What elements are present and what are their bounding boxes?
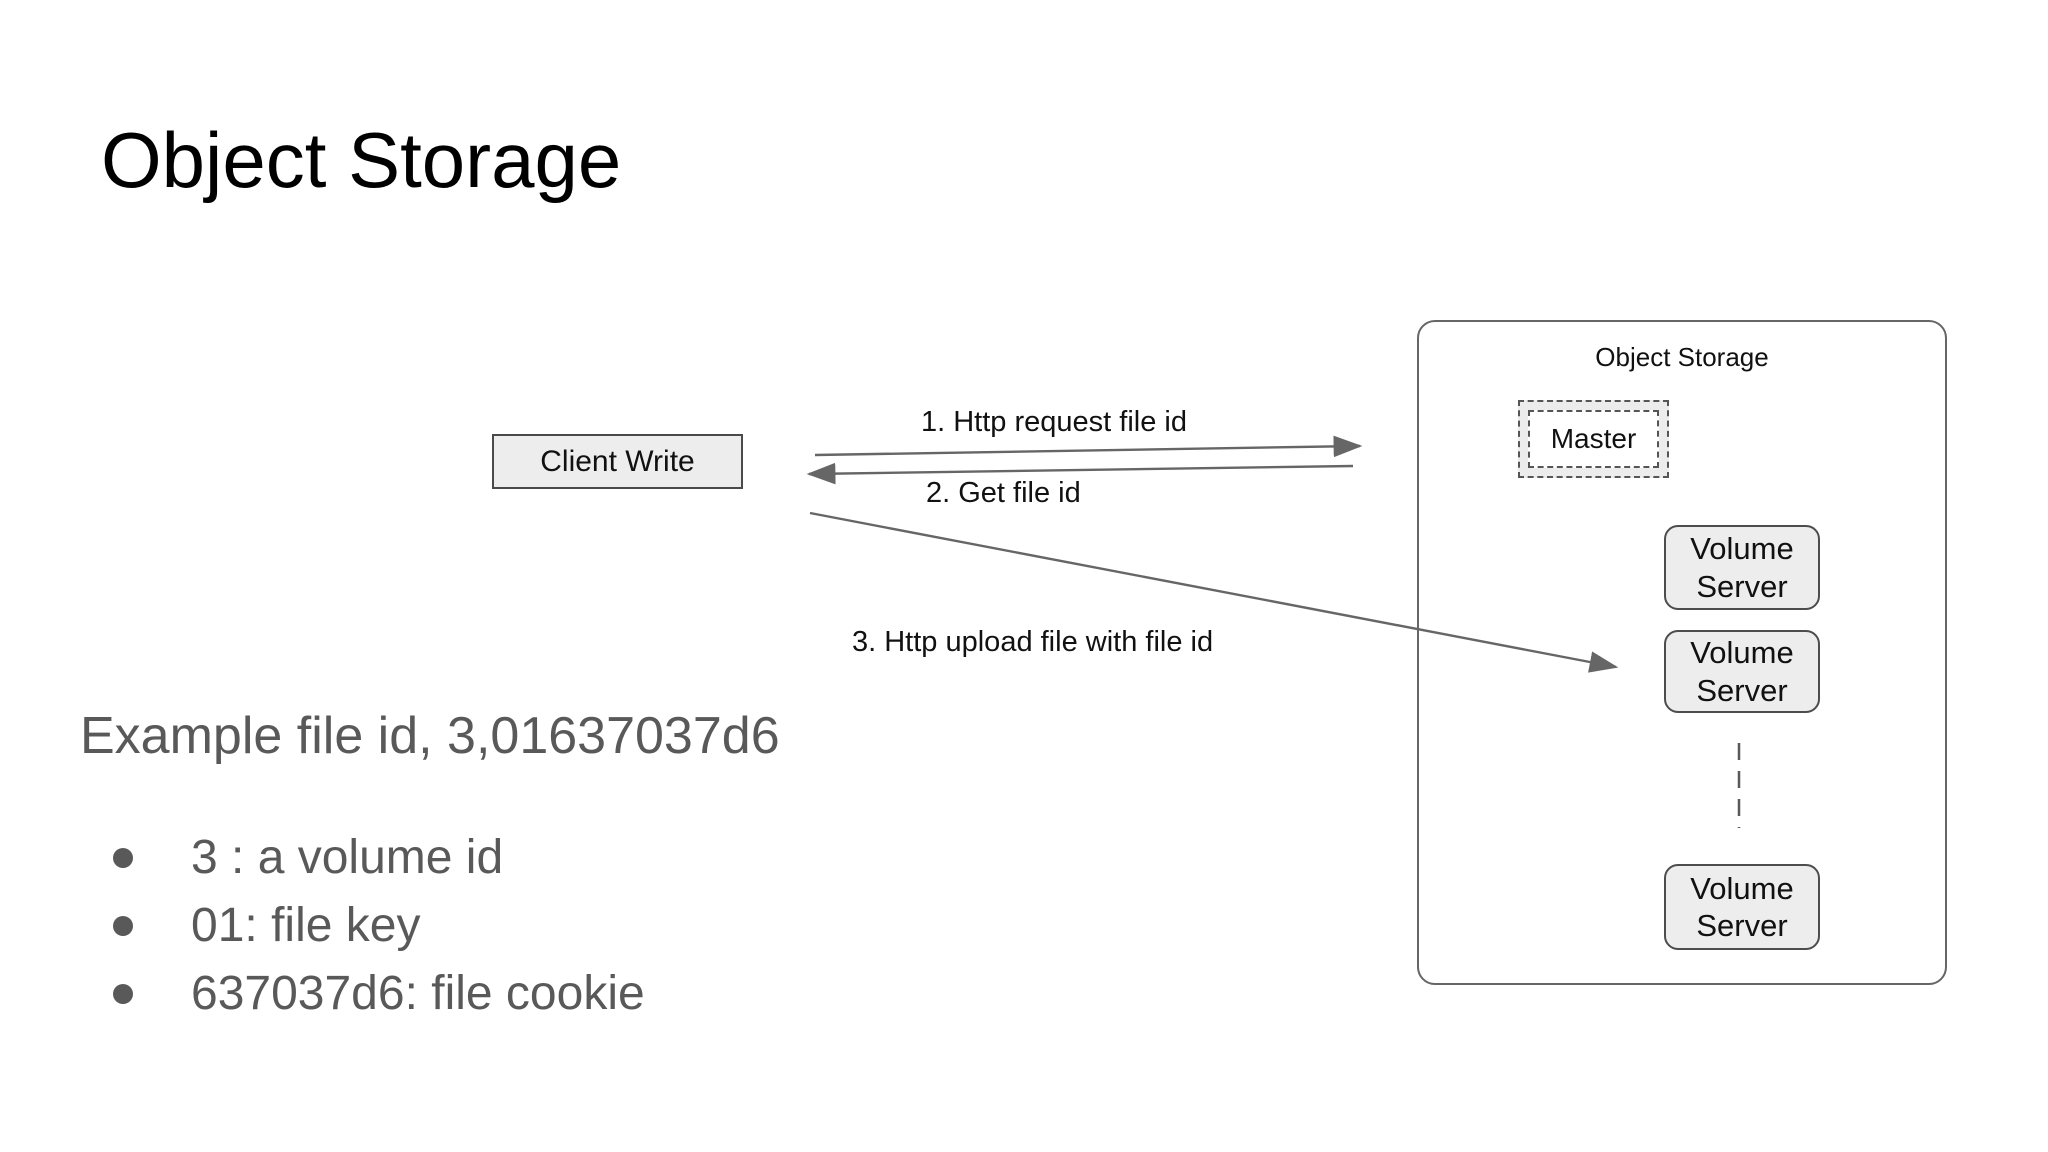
client-write-box: Client Write [492,434,743,489]
list-item: 3 : a volume id [113,831,645,884]
object-storage-container: Object Storage Master Volume Server Volu… [1417,320,1947,985]
bullet-text-file-key: 01: file key [191,899,421,952]
list-item: 01: file key [113,899,645,952]
list-item: 637037d6: file cookie [113,967,645,1020]
arrow-request-file-id [814,435,1363,458]
arrow-label-upload-file: 3. Http upload file with file id [852,626,1214,658]
bullet-icon [113,847,133,868]
volume-server-box-3: Volume Server [1664,864,1820,950]
client-write-label: Client Write [540,444,695,478]
volume-server-box-1: Volume Server [1664,525,1820,610]
object-storage-container-label: Object Storage [1595,342,1769,372]
volume-server-box-2: Volume Server [1664,630,1820,713]
slide-title: Object Storage [101,116,622,204]
arrow-get-file-id [806,462,1354,485]
arrow-label-get-file-id: 2. Get file id [926,477,1081,509]
master-box-inner: Master [1528,410,1659,468]
master-label: Master [1550,423,1637,454]
bullet-text-file-cookie: 637037d6: file cookie [191,967,645,1020]
bullet-list: 3 : a volume id 01: file key 637037d6: f… [113,831,645,1037]
bullet-icon [113,983,133,1004]
master-box: Master [1518,400,1669,478]
bullet-icon [113,915,133,936]
example-file-id-text: Example file id, 3,01637037d6 [80,707,780,765]
bullet-text-volume-id: 3 : a volume id [191,831,504,884]
arrow-label-request-file-id: 1. Http request file id [921,406,1187,438]
